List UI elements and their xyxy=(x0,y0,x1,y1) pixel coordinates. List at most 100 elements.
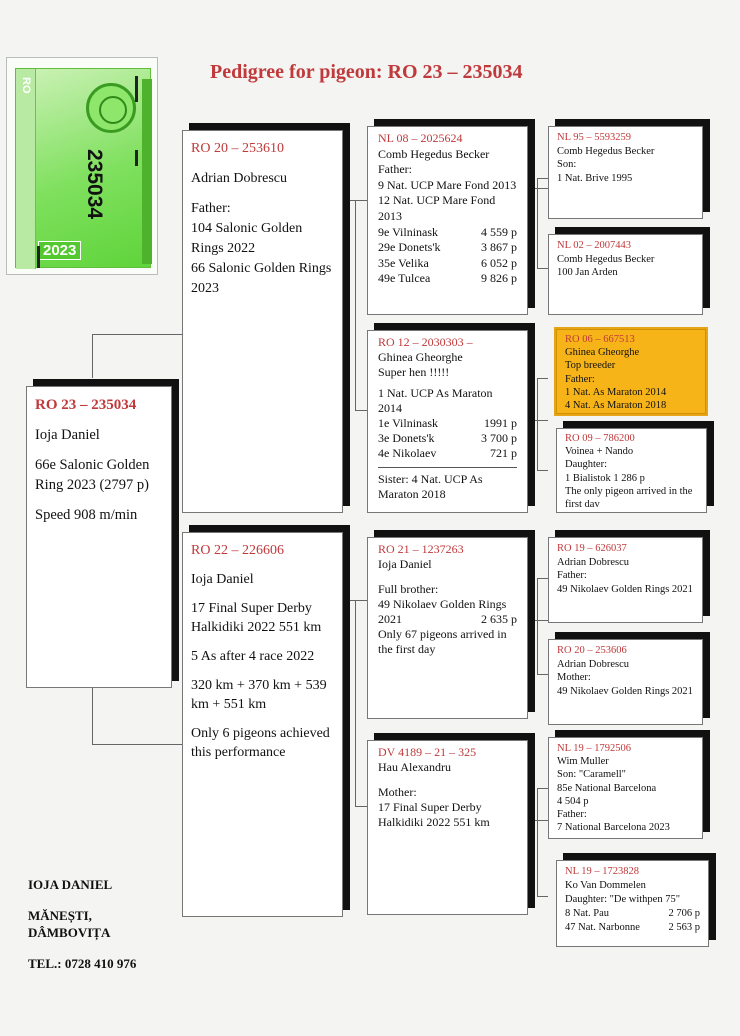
connector-line xyxy=(355,410,367,411)
father-card: RO 20 – 253610 Adrian Dobrescu Father: 1… xyxy=(182,130,343,513)
achievement: 17 Final Super Derby Halkidiki 2022 551 … xyxy=(191,601,322,635)
achievement: 1 Nat. Brive 1995 xyxy=(557,172,633,184)
pen-mark-icon xyxy=(135,76,138,102)
achievement: 1 Nat. As Maraton 2014 xyxy=(565,386,667,398)
owner-name: Ioja Daniel xyxy=(378,557,432,571)
pen-mark-icon xyxy=(37,246,40,268)
tag: Top breeder xyxy=(565,360,616,372)
connector-line xyxy=(537,674,548,675)
tag: Super hen !!!!! xyxy=(378,365,450,379)
paternal-grandfather-card: NL 08 – 2025624 Comb Hegedus Becker Fath… xyxy=(367,126,528,315)
ring-number: RO 09 – 786200 xyxy=(565,433,635,444)
owner-name: Ko Van Dommelen xyxy=(565,880,646,891)
ancestor-card-fff: NL 95 – 5593259 Comb Hegedus Becker Son:… xyxy=(548,126,703,219)
owner-name: Ioja Daniel xyxy=(35,427,100,443)
ancestor-card-mfm: RO 20 – 253606 Adrian Dobrescu Mother: 4… xyxy=(548,639,703,725)
sister-note: Sister: 4 Nat. UCP As Maraton 2018 xyxy=(378,472,483,501)
achievement: 104 Salonic Golden Rings 2022 xyxy=(191,221,303,256)
ancestor-card-mff: RO 19 – 626037 Adrian Dobrescu Father: 4… xyxy=(548,537,703,623)
connector-line xyxy=(537,896,548,897)
subject-pigeon-card: RO 23 – 235034 Ioja Daniel 66e Salonic G… xyxy=(26,386,172,688)
owner-name: Ghinea Gheorghe xyxy=(378,350,463,364)
connector-line xyxy=(92,688,93,744)
ring-number: DV 4189 – 21 – 325 xyxy=(378,745,477,759)
owner-name: Ghinea Gheorghe xyxy=(565,347,640,359)
ring-number: RO 23 – 235034 xyxy=(35,397,137,413)
connector-line xyxy=(92,334,182,335)
achievement: 4 Nat. As Maraton 2018 xyxy=(565,400,667,412)
ring-number: RO 21 – 1237263 xyxy=(378,542,464,556)
connector-line xyxy=(537,178,538,268)
achievement: 100 Jan Arden xyxy=(557,267,618,278)
connector-line xyxy=(528,420,548,421)
certificate-year: 2023 xyxy=(38,241,82,260)
achievement: 66 Salonic Golden Rings 2023 xyxy=(191,261,332,296)
connector-line xyxy=(537,788,538,896)
achievement: 320 km + 370 km + 539 km + 551 km xyxy=(191,678,327,712)
achievement: 49 Nikolaev Golden Rings 2021 xyxy=(557,685,693,697)
owner-name: Wim Muller xyxy=(557,756,609,768)
achievement: 5 As after 4 race 2022 xyxy=(191,649,315,664)
seal-icon xyxy=(86,83,136,133)
connector-line xyxy=(355,600,356,806)
achievement: 1 Bialistok 1 286 p xyxy=(565,472,645,484)
ring-number: RO 22 – 226606 xyxy=(191,543,284,558)
ring-number: RO 20 – 253606 xyxy=(557,645,627,656)
certificate-card: RO 235034 2023 xyxy=(15,68,152,269)
relation-label: Son: "Caramell" xyxy=(557,769,626,781)
relation-label: Full brother: xyxy=(378,582,439,596)
divider xyxy=(378,467,517,468)
certificate-band xyxy=(142,79,152,264)
ancestor-card-mmf: NL 19 – 1792506 Wim Muller Son: "Caramel… xyxy=(548,737,703,839)
page-title: Pedigree for pigeon: RO 23 – 235034 xyxy=(210,61,523,83)
owner-name: Adrian Dobrescu xyxy=(191,171,288,186)
relation-label: Daughter: "De withpen 75" xyxy=(565,894,681,905)
breeder-town: MĂNEȘTI, xyxy=(28,908,92,923)
owner-name: Adrian Dobrescu xyxy=(557,556,630,568)
achievement: 85e National Barcelona xyxy=(557,782,657,794)
ancestor-card-fmm: RO 09 – 786200 Voinea + Nando Daughter: … xyxy=(556,428,707,513)
relation-label: Father: xyxy=(557,570,587,581)
note: Only 6 pigeons achieved this performance xyxy=(191,726,330,760)
note: The only pigeon arrived in the first dav xyxy=(565,485,693,511)
speed: Speed 908 m/min xyxy=(35,507,138,523)
relation-label: Father: xyxy=(557,809,587,821)
relation-label: Mother: xyxy=(378,785,417,799)
connector-line xyxy=(528,620,548,621)
mother-card: RO 22 – 226606 Ioja Daniel 17 Final Supe… xyxy=(182,532,343,917)
achievement: 17 Final Super Derby Halkidiki 2022 551 … xyxy=(378,800,490,829)
achievement: 49 Nikolaev Golden Rings 2021 xyxy=(557,583,693,595)
ancestor-card-mmm: NL 19 – 1723828 Ko Van Dommelen Daughter… xyxy=(556,860,709,947)
connector-line xyxy=(537,378,548,379)
breeder-contact: IOJA DANIEL MĂNEȘTI, DÂMBOVIȚA TEL.: 072… xyxy=(28,876,136,972)
points: 4 504 p xyxy=(557,795,589,807)
owner-name: Hau Alexandru xyxy=(378,760,451,774)
owner-name: Comb Hegedus Becker xyxy=(557,145,655,157)
connector-line xyxy=(537,268,548,269)
relation-label: Son: xyxy=(557,159,577,170)
ring-number: NL 95 – 5593259 xyxy=(557,132,631,143)
connector-line xyxy=(537,578,548,579)
owner-name: Adrian Dobrescu xyxy=(557,658,630,670)
relation-label: Father: xyxy=(565,373,595,385)
achievement: 7 National Barcelona 2023 xyxy=(557,822,670,834)
connector-line xyxy=(92,744,182,745)
ring-number: RO 06 – 667513 xyxy=(565,334,635,345)
relation-label: Father: xyxy=(191,201,231,216)
certificate-side-strip xyxy=(16,69,36,269)
achievement: 49 Nikolaev Golden Rings xyxy=(378,597,507,611)
note: Only 67 pigeons arrived in the first day xyxy=(378,627,507,656)
ring-number: RO 12 – 2030303 – xyxy=(378,335,473,349)
achievement: 9 Nat. UCP Mare Fond 2013 xyxy=(378,177,517,192)
connector-line xyxy=(355,200,356,410)
ring-number: RO 20 – 253610 xyxy=(191,141,284,156)
connector-line xyxy=(537,578,538,674)
ring-number: NL 08 – 2025624 xyxy=(378,131,463,145)
